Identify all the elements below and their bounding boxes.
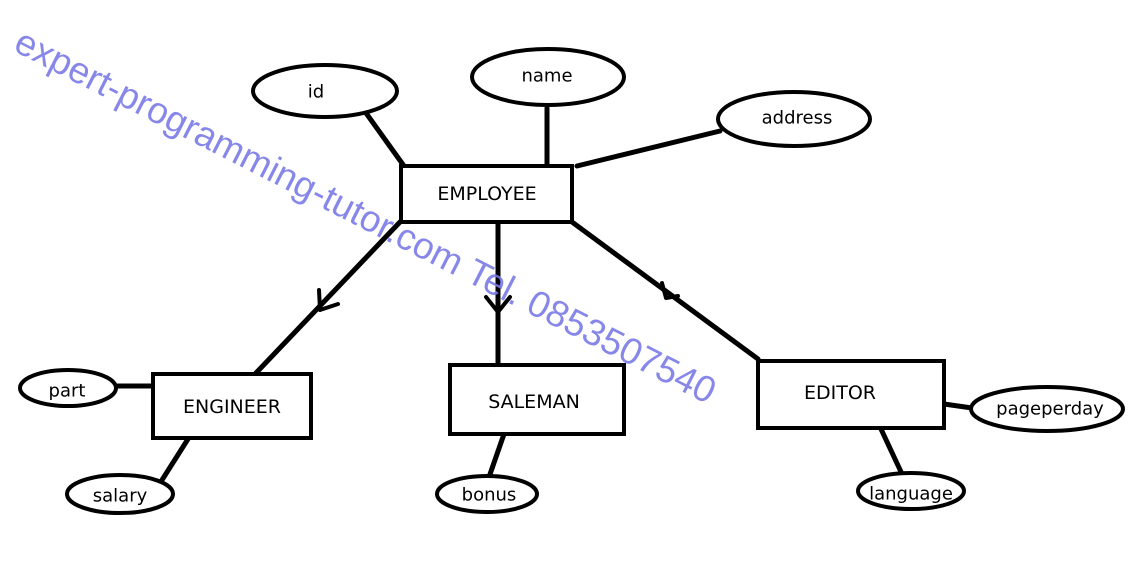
connector-pageperday-editor [941, 401, 975, 411]
attribute-id-label: id [308, 82, 324, 103]
arrowhead-editor [660, 281, 680, 300]
attribute-salary[interactable]: salary [65, 473, 175, 515]
arrowhead-saleman [484, 295, 512, 314]
attribute-part[interactable]: part [18, 368, 118, 408]
entity-saleman-label: SALEMAN [488, 391, 580, 413]
arrowhead-engineer [317, 288, 340, 312]
entity-engineer[interactable]: ENGINEER [151, 372, 313, 440]
connector-salary-engineer [159, 436, 191, 483]
attribute-bonus[interactable]: bonus [435, 474, 539, 514]
attribute-pageperday[interactable]: pageperday [969, 385, 1125, 433]
attribute-pageperday-label: pageperday [996, 399, 1104, 420]
entity-editor[interactable]: EDITOR [756, 359, 946, 430]
arrowheads [317, 281, 680, 314]
connector-employee-engineer [253, 219, 403, 376]
attribute-part-label: part [49, 381, 86, 402]
attribute-salary-label: salary [93, 486, 148, 507]
attribute-language[interactable]: language [856, 471, 966, 511]
connector-address-employee [574, 128, 723, 169]
entity-employee-label: EMPLOYEE [437, 183, 536, 205]
entity-saleman[interactable]: SALEMAN [448, 363, 626, 436]
entity-editor-label: EDITOR [804, 382, 876, 404]
connector-language-editor [878, 426, 905, 477]
attribute-address[interactable]: address [716, 90, 872, 148]
connector-bonus-saleman [485, 431, 507, 483]
attribute-id[interactable]: id [251, 63, 399, 119]
attribute-language-label: language [869, 484, 953, 505]
entity-engineer-label: ENGINEER [183, 396, 281, 418]
attribute-name[interactable]: name [470, 47, 626, 107]
attribute-bonus-label: bonus [462, 485, 517, 506]
attribute-address-label: address [762, 108, 833, 129]
connector-id-employee [363, 110, 407, 169]
entity-employee[interactable]: EMPLOYEE [399, 164, 574, 224]
attribute-name-label: name [521, 66, 572, 87]
